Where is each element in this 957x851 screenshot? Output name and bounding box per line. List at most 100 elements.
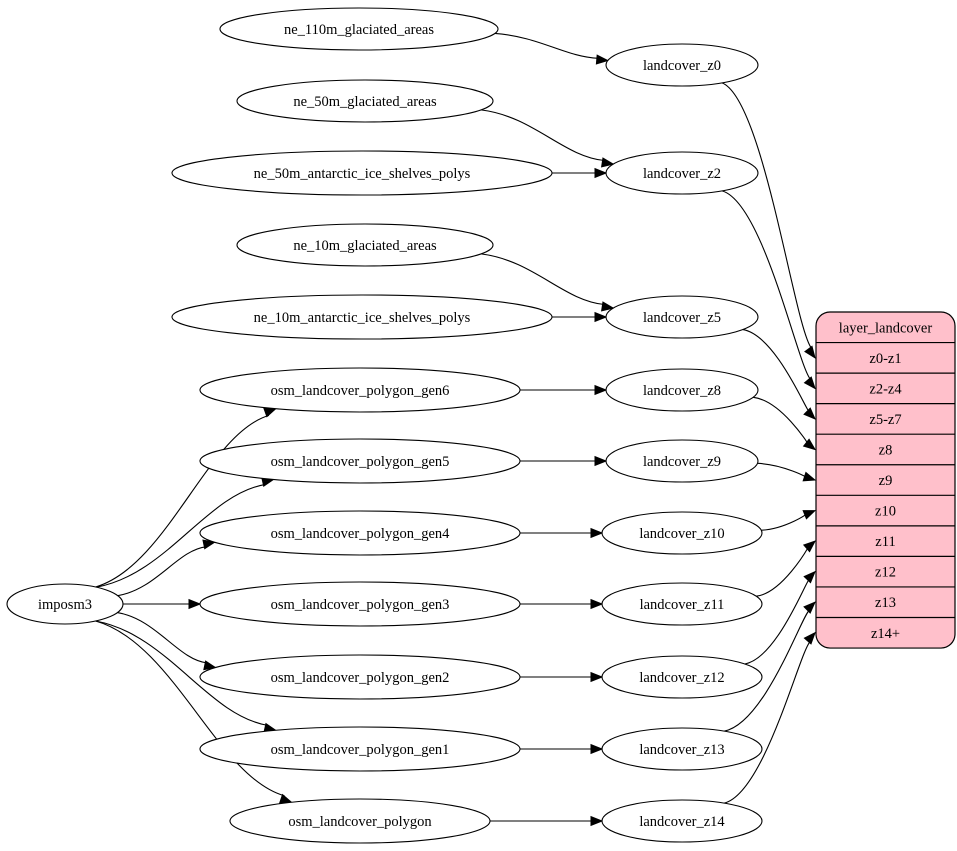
node-label: landcover_z2 — [643, 166, 721, 182]
node-osm_landcover_polygon_gen1[interactable]: osm_landcover_polygon_gen1 — [199, 726, 521, 772]
edge-landcover_z13-to-layer_landcover-z13 — [724, 609, 810, 732]
node-ne_10m_antarctic_ice_shelves_polys[interactable]: ne_10m_antarctic_ice_shelves_polys — [171, 294, 553, 340]
node-landcover_z14[interactable]: landcover_z14 — [601, 799, 763, 843]
node-label: osm_landcover_polygon_gen4 — [271, 526, 451, 542]
node-osm_landcover_polygon_gen6[interactable]: osm_landcover_polygon_gen6 — [199, 367, 521, 413]
node-label: osm_landcover_polygon — [288, 814, 432, 830]
layer-table-row-z2-z4[interactable]: z2-z4 — [869, 381, 902, 397]
arrowhead-to-landcover_z5 — [594, 311, 608, 323]
edge-landcover_z5-to-layer_landcover-z5-z7 — [742, 329, 810, 413]
node-label: landcover_z14 — [639, 814, 725, 830]
node-osm_landcover_polygon_gen4[interactable]: osm_landcover_polygon_gen4 — [199, 510, 521, 556]
node-shape[interactable] — [199, 438, 521, 484]
node-shape[interactable] — [199, 367, 521, 413]
node-osm_landcover_polygon_gen3[interactable]: osm_landcover_polygon_gen3 — [199, 581, 521, 627]
node-shape[interactable] — [601, 582, 763, 626]
node-label: landcover_z8 — [643, 383, 721, 399]
node-shape[interactable] — [199, 581, 521, 627]
node-shape[interactable] — [199, 654, 521, 700]
arrowhead-to-layer_landcover-z8 — [802, 438, 817, 451]
node-shape[interactable] — [605, 295, 759, 339]
layer-landcover-table-body[interactable] — [815, 311, 956, 649]
node-shape[interactable] — [6, 583, 124, 625]
layer-table-row-z8[interactable]: z8 — [879, 442, 893, 458]
node-label: osm_landcover_polygon_gen1 — [271, 742, 450, 758]
node-ne_50m_antarctic_ice_shelves_polys[interactable]: ne_50m_antarctic_ice_shelves_polys — [171, 150, 553, 196]
node-label: landcover_z10 — [639, 526, 724, 542]
node-landcover_z11[interactable]: landcover_z11 — [601, 582, 763, 626]
arrowhead-to-layer_landcover-z0-z1 — [804, 345, 816, 359]
arrowhead-to-landcover_z2 — [594, 167, 608, 179]
node-imposm3[interactable]: imposm3 — [6, 583, 124, 625]
layer-table-row-z10[interactable]: z10 — [875, 504, 896, 520]
node-shape[interactable] — [605, 439, 759, 483]
arrowhead-to-layer_landcover-z10 — [802, 510, 817, 520]
layer-table-header: layer_landcover — [839, 320, 933, 336]
node-label: landcover_z9 — [643, 454, 721, 470]
layer-table-row-z13[interactable]: z13 — [875, 595, 896, 611]
arrowhead-to-landcover_z13 — [590, 743, 604, 755]
node-landcover_z10[interactable]: landcover_z10 — [601, 511, 763, 555]
edge-landcover_z12-to-layer_landcover-z12 — [744, 578, 810, 665]
edge-landcover_z14-to-layer_landcover-z14- — [724, 640, 811, 804]
arrowhead-to-layer_landcover-z14- — [803, 631, 816, 645]
node-landcover_z5[interactable]: landcover_z5 — [605, 295, 759, 339]
arrowhead-to-layer_landcover-z9 — [802, 471, 817, 482]
node-shape[interactable] — [171, 150, 553, 196]
node-label: ne_50m_antarctic_ice_shelves_polys — [254, 166, 471, 182]
arrowhead-to-osm_landcover_polygon_gen4 — [202, 539, 216, 550]
arrowhead-to-landcover_z14 — [590, 815, 604, 827]
node-osm_landcover_polygon[interactable]: osm_landcover_polygon — [229, 798, 491, 844]
arrowhead-to-osm_landcover_polygon — [278, 793, 293, 804]
node-label: landcover_z0 — [643, 58, 721, 74]
node-landcover_z0[interactable]: landcover_z0 — [605, 43, 759, 87]
node-landcover_z12[interactable]: landcover_z12 — [601, 655, 763, 699]
layer-landcover-table[interactable]: layer_landcover z0-z1 z2-z4 z5-z7 z8 z9 z10 z11… — [815, 311, 956, 649]
layer-table-row-z12[interactable]: z12 — [875, 565, 896, 581]
node-osm_landcover_polygon_gen5[interactable]: osm_landcover_polygon_gen5 — [199, 438, 521, 484]
node-landcover_z13[interactable]: landcover_z13 — [601, 727, 763, 771]
arrowhead-to-osm_landcover_polygon_gen3 — [188, 598, 202, 610]
node-shape[interactable] — [236, 223, 494, 267]
node-shape[interactable] — [605, 368, 759, 412]
node-landcover_z9[interactable]: landcover_z9 — [605, 439, 759, 483]
edge-ne_10m_glaciated_areas-to-landcover_z5 — [480, 253, 605, 306]
node-shape[interactable] — [199, 726, 521, 772]
arrowhead-to-landcover_z2 — [601, 157, 615, 168]
node-shape[interactable] — [605, 151, 759, 195]
edge-ne_50m_glaciated_areas-to-landcover_z2 — [480, 109, 605, 162]
node-shape[interactable] — [171, 294, 553, 340]
node-landcover_z2[interactable]: landcover_z2 — [605, 151, 759, 195]
node-shape[interactable] — [601, 799, 763, 843]
edge-landcover_z8-to-layer_landcover-z8 — [753, 396, 809, 444]
node-shape[interactable] — [601, 655, 763, 699]
layer-table-row-z14+[interactable]: z14+ — [871, 626, 900, 642]
edge-landcover_z9-to-layer_landcover-z9 — [757, 462, 807, 478]
layer-table-row-z9[interactable]: z9 — [879, 473, 893, 489]
node-shape[interactable] — [601, 727, 763, 771]
layer-table-row-z5-z7[interactable]: z5-z7 — [869, 412, 901, 428]
node-shape[interactable] — [199, 510, 521, 556]
node-shape[interactable] — [601, 511, 763, 555]
node-shape[interactable] — [605, 43, 759, 87]
layer-table-row-z11[interactable]: z11 — [875, 534, 895, 550]
node-ne_50m_glaciated_areas[interactable]: ne_50m_glaciated_areas — [236, 79, 494, 123]
node-landcover_z8[interactable]: landcover_z8 — [605, 368, 759, 412]
node-ne_10m_glaciated_areas[interactable]: ne_10m_glaciated_areas — [236, 223, 494, 267]
nodes-layer: imposm3 ne_110m_glaciated_areas ne_50m_gla… — [6, 7, 763, 844]
arrowhead-to-landcover_z9 — [594, 455, 608, 467]
node-shape[interactable] — [236, 79, 494, 123]
node-label: ne_10m_glaciated_areas — [293, 238, 437, 254]
node-label: landcover_z5 — [643, 310, 721, 326]
node-shape[interactable] — [219, 7, 499, 51]
arrowhead-to-landcover_z0 — [595, 54, 610, 65]
node-osm_landcover_polygon_gen2[interactable]: osm_landcover_polygon_gen2 — [199, 654, 521, 700]
layer-table-row-z0-z1[interactable]: z0-z1 — [869, 351, 901, 367]
node-ne_110m_glaciated_areas[interactable]: ne_110m_glaciated_areas — [219, 7, 499, 51]
node-label: landcover_z13 — [639, 742, 724, 758]
arrowhead-to-landcover_z12 — [590, 671, 604, 683]
node-shape[interactable] — [229, 798, 491, 844]
arrowhead-to-landcover_z5 — [601, 301, 615, 312]
node-label: osm_landcover_polygon_gen3 — [271, 597, 450, 613]
edge-imposm3-to-osm_landcover_polygon_gen1 — [95, 620, 268, 726]
